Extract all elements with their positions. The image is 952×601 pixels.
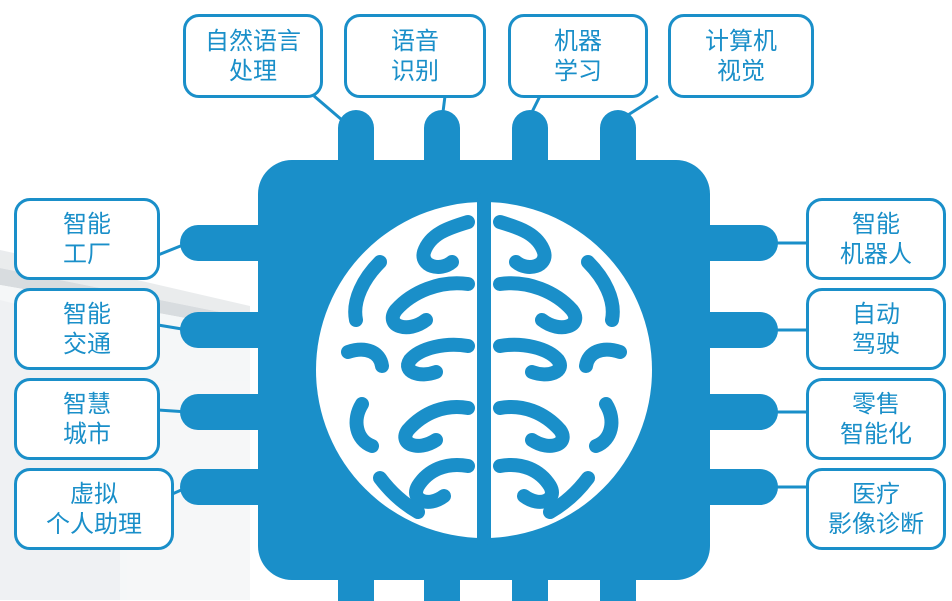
brain-icon [316, 193, 652, 545]
label-nlp-line2: 处理 [229, 57, 277, 85]
label-retail-line2: 智能化 [840, 420, 912, 448]
label-smart-retail: 零售 智能化 [806, 378, 946, 460]
label-driving-line1: 自动 [852, 300, 900, 328]
label-virtual-assistant: 虚拟 个人助理 [14, 468, 174, 550]
label-autonomous-driving: 自动 驾驶 [806, 288, 946, 370]
label-nlp: 自然语言 处理 [183, 14, 323, 98]
label-factory-line2: 工厂 [63, 240, 111, 268]
label-medical-line2: 影像诊断 [828, 510, 924, 538]
label-smart-traffic: 智能 交通 [14, 288, 160, 370]
label-smart-robot: 智能 机器人 [806, 198, 946, 280]
label-smart-city: 智慧 城市 [14, 378, 160, 460]
label-traffic-line1: 智能 [63, 300, 111, 328]
right-connectors [764, 241, 808, 489]
label-nlp-line1: 自然语言 [205, 27, 301, 55]
label-city-line2: 城市 [63, 420, 111, 448]
label-driving-line2: 驾驶 [852, 330, 900, 358]
label-cv-line2: 视觉 [717, 57, 765, 85]
label-ml-line1: 机器 [554, 27, 602, 55]
label-factory-line1: 智能 [63, 210, 111, 238]
label-medical-line1: 医疗 [852, 480, 900, 508]
label-speech-line2: 识别 [391, 57, 439, 85]
label-traffic-line2: 交通 [63, 330, 111, 358]
label-ml-line2: 学习 [554, 57, 602, 85]
label-machine-learning: 机器 学习 [508, 14, 648, 98]
label-retail-line1: 零售 [852, 390, 900, 418]
label-speech-recognition: 语音 识别 [344, 14, 486, 98]
label-medical-imaging: 医疗 影像诊断 [806, 468, 946, 550]
label-assistant-line1: 虚拟 [70, 480, 118, 508]
label-computer-vision: 计算机 视觉 [668, 14, 814, 98]
label-cv-line1: 计算机 [705, 27, 777, 55]
label-smart-factory: 智能 工厂 [14, 198, 160, 280]
label-robot-line1: 智能 [852, 210, 900, 238]
label-assistant-line2: 个人助理 [46, 510, 142, 538]
label-speech-line1: 语音 [391, 27, 439, 55]
label-robot-line2: 机器人 [840, 240, 912, 268]
label-city-line1: 智慧 [63, 390, 111, 418]
